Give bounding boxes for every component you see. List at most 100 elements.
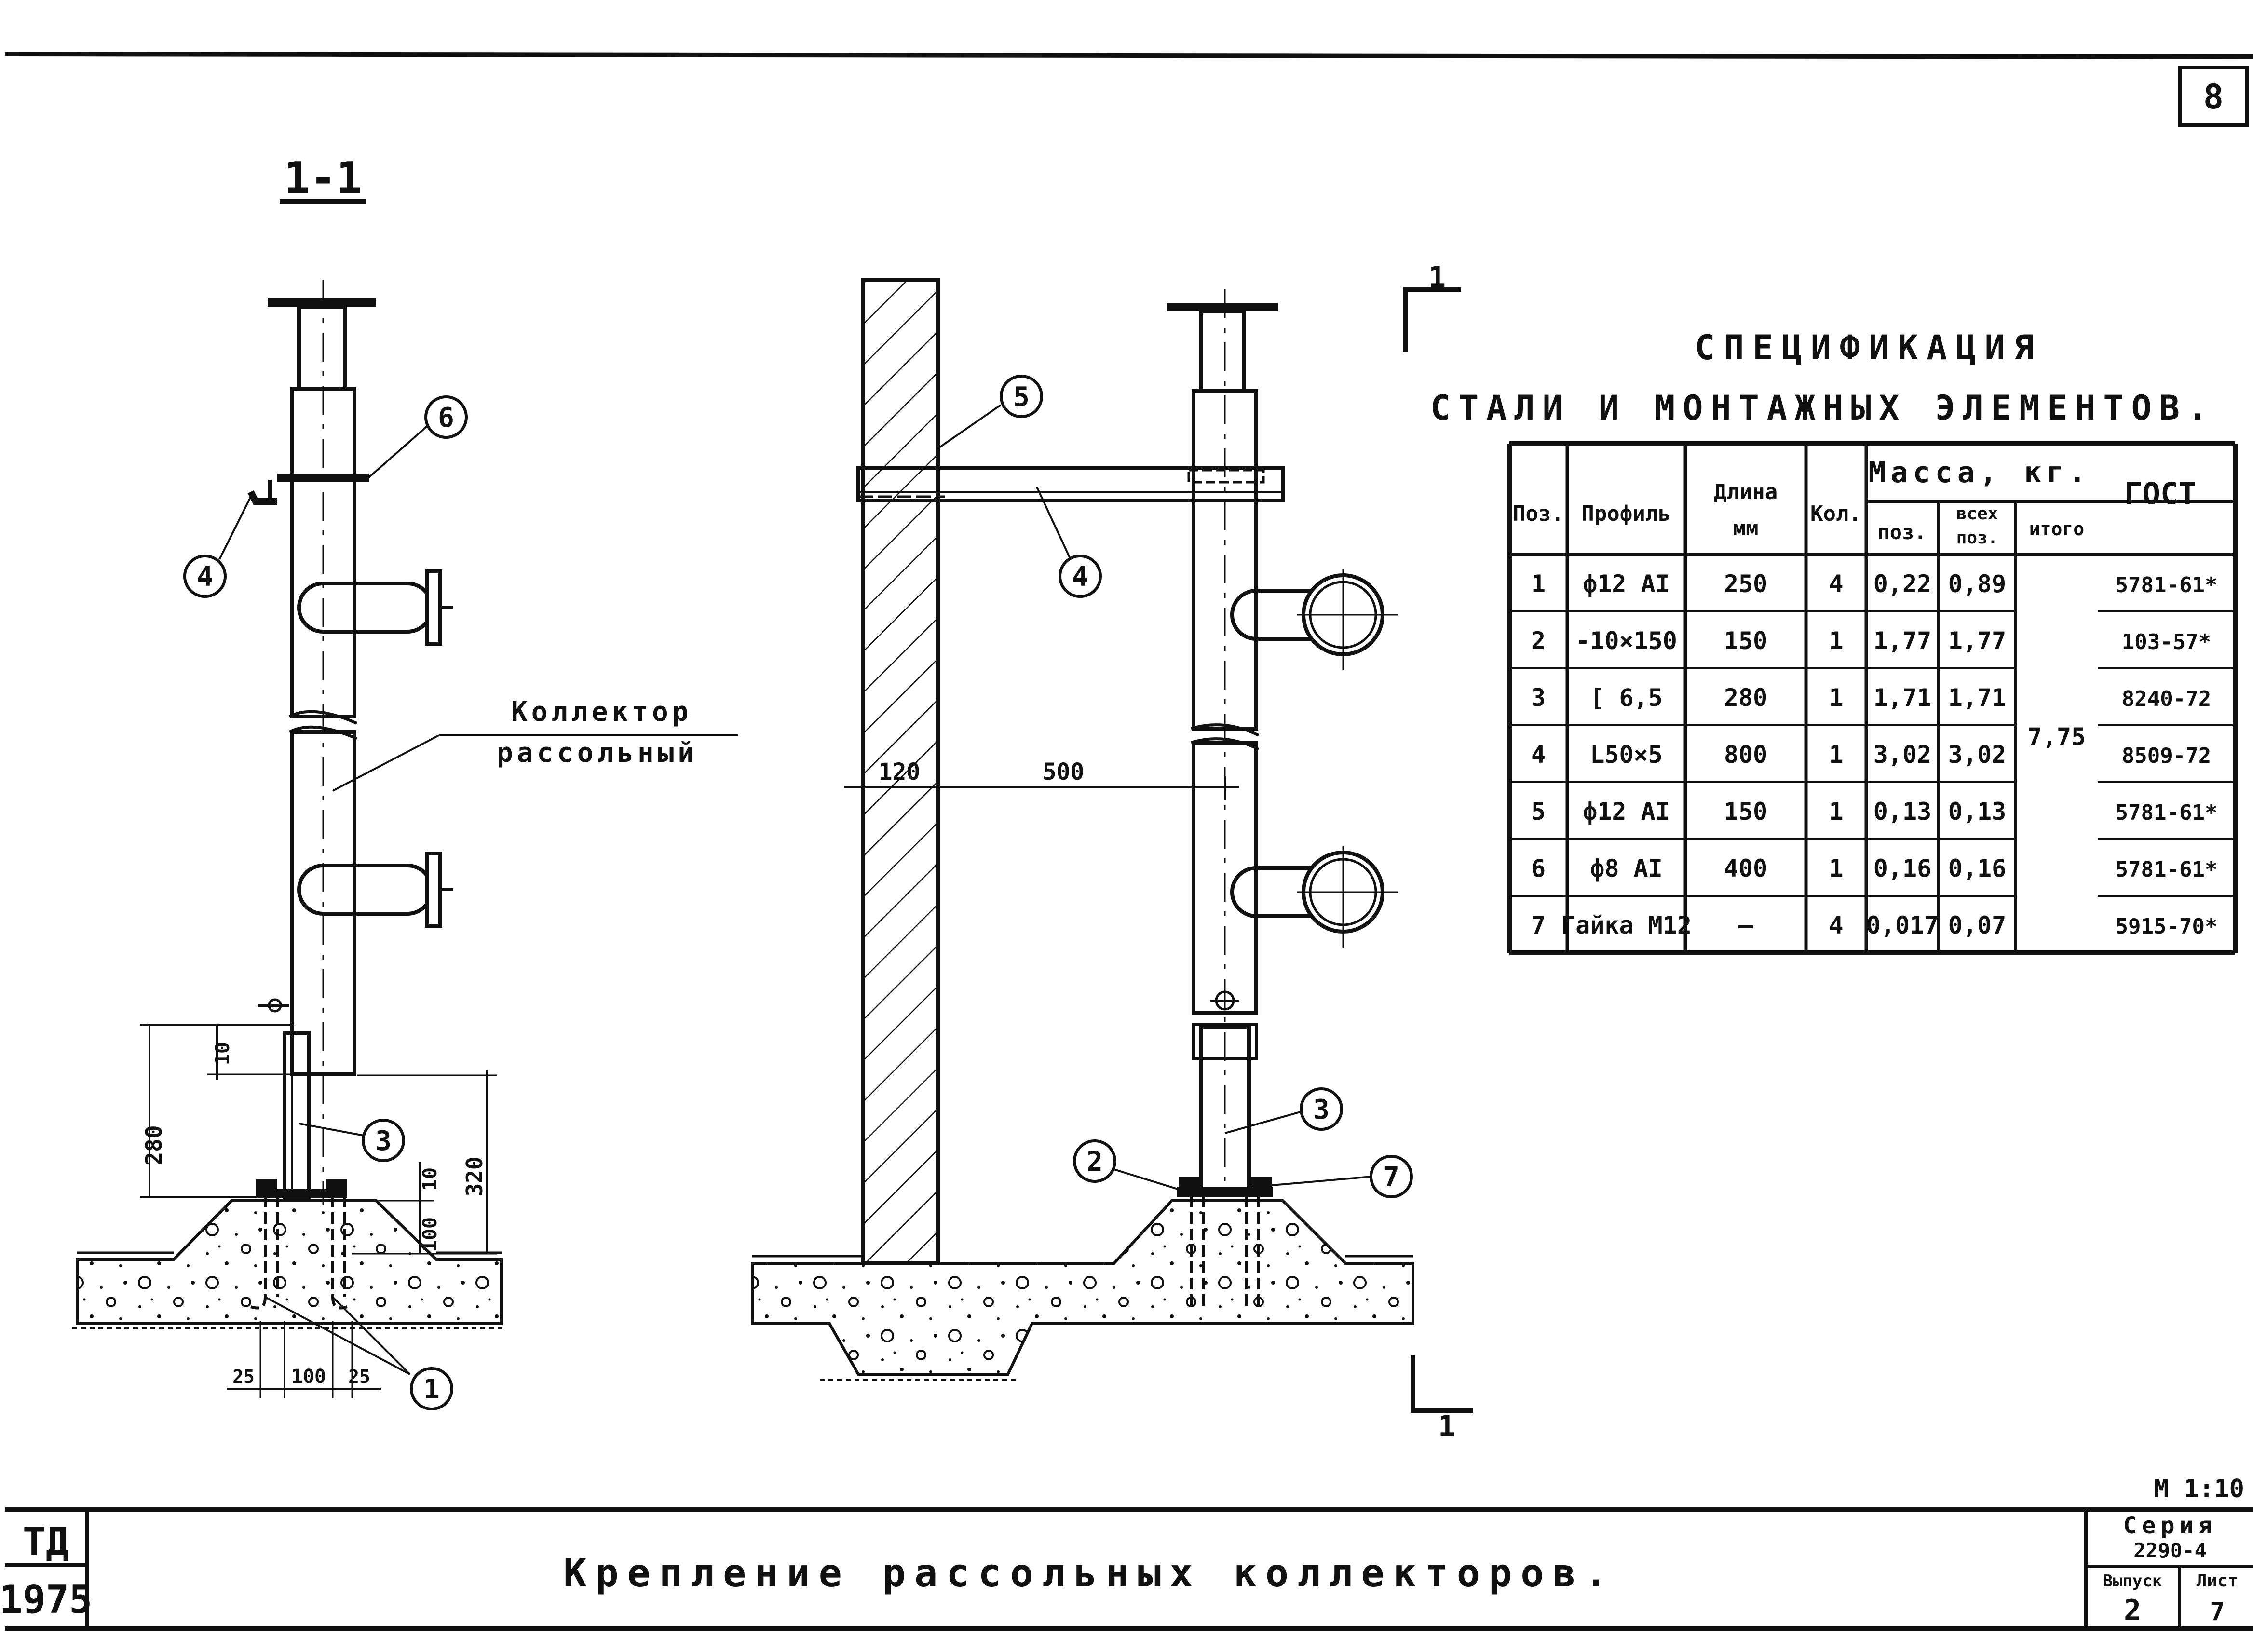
callout-1: 1 [423, 1374, 440, 1405]
dim-280: 280 [141, 1125, 167, 1165]
spec-cell-gost: 5781-61* [2116, 573, 2218, 597]
spec-cell-pos: 4 [1531, 741, 1546, 769]
sheet-number-box: 8 [2178, 66, 2249, 127]
sheet-number: 8 [2203, 77, 2224, 117]
spec-cell-pos: 5 [1531, 798, 1546, 826]
hdr-gost: ГОСТ [2124, 476, 2196, 511]
callout-5: 5 [1013, 381, 1030, 413]
hdr-length-1: Длина [1714, 480, 1778, 504]
callout-4-mid: 4 [1072, 561, 1088, 593]
callout-2-circle [1073, 1139, 1116, 1183]
callout-6-circle [424, 395, 468, 439]
title-block: М 1:10 ТД 1975 Крепление рассольных колл… [0, 1475, 2253, 1631]
org-code: ТД [23, 1519, 69, 1564]
year: 1975 [0, 1577, 92, 1622]
wall [861, 278, 940, 1265]
hdr-mass-total: итого [2029, 518, 2084, 540]
dim-100-h: 100 [291, 1366, 326, 1388]
cut-mark-top: 1 [1428, 260, 1446, 294]
section-label: 1-1 [284, 153, 363, 203]
spec-cell-mass-pos: 0,017 [1866, 911, 1939, 939]
section-view-1-1: 1-1 [72, 153, 738, 1410]
dim-25-b: 25 [348, 1366, 370, 1387]
spec-cell-qty: 1 [1829, 741, 1843, 769]
spec-cell-mass-all: 3,02 [1948, 741, 2006, 769]
spec-cell-qty: 4 [1829, 911, 1843, 939]
spec-cell-mass-pos: 1,71 [1873, 684, 1931, 712]
hdr-qty: Кол. [1810, 501, 1861, 526]
callout-1-circle [410, 1367, 453, 1410]
spec-cell-profile: L50×5 [1590, 741, 1663, 769]
spec-cell-mass-pos: 3,02 [1873, 741, 1931, 769]
spec-cell-mass-pos: 0,13 [1873, 798, 1931, 826]
callout-3-circle-mid [1300, 1087, 1343, 1131]
spec-cell-gost: 5781-61* [2116, 800, 2218, 825]
top-border-line [4, 52, 2253, 59]
spec-cell-qty: 4 [1829, 570, 1843, 598]
callout-5-circle [1000, 375, 1043, 418]
scale-label: М 1:10 [2154, 1475, 2244, 1503]
spec-cell-profile: [ 6,5 [1590, 684, 1663, 712]
spec-cell-mass-all: 0,13 [1948, 798, 2006, 826]
spec-cell-mass-pos: 0,22 [1873, 570, 1931, 598]
dim-100-v: 100 [419, 1217, 441, 1252]
spec-cell-length: 150 [1724, 627, 1767, 655]
specification-table: СПЕЦИФИКАЦИЯ СТАЛИ И МОНТАЖНЫХ ЭЛЕМЕНТОВ… [1430, 328, 2238, 955]
spec-cell-profile: ф8 АI [1590, 854, 1663, 882]
collector-label-line2: рассольный [497, 737, 698, 769]
collector-label-line1: Коллектор [511, 696, 692, 728]
hdr-mass-all-2: поз. [1956, 528, 1998, 548]
spec-cell-pos: 6 [1531, 854, 1546, 882]
spec-cell-gost: 103-57* [2122, 630, 2211, 654]
callout-7: 7 [1383, 1162, 1399, 1193]
spec-cell-pos: 1 [1531, 570, 1546, 598]
spec-cell-gost: 5915-70* [2116, 914, 2218, 939]
hdr-length-2: мм [1733, 516, 1759, 541]
callout-3-mid: 3 [1313, 1094, 1330, 1125]
callout-4-circle-left [183, 555, 227, 598]
drawing-title: Крепление рассольных коллекторов. [563, 1551, 1616, 1596]
dim-320: 320 [461, 1156, 488, 1196]
spec-cell-pos: 3 [1531, 684, 1546, 712]
sheet-label: Лист [2197, 1571, 2239, 1591]
spec-cell-profile: Гайка М12 [1561, 911, 1692, 939]
spec-cell-mass-pos: 1,77 [1873, 627, 1931, 655]
dim-10-b: 10 [419, 1167, 441, 1191]
spec-cell-pos: 7 [1531, 911, 1546, 939]
hdr-mass-all-1: всех [1956, 504, 1998, 524]
spec-cell-length: 800 [1724, 741, 1767, 769]
callout-2: 2 [1086, 1146, 1103, 1178]
spec-cell-profile: ф12 АI [1583, 570, 1670, 598]
issue-label: Выпуск [2103, 1571, 2162, 1591]
sheet-value: 7 [2210, 1598, 2225, 1626]
spec-cell-gost: 5781-61* [2116, 857, 2218, 882]
spec-title-line2: СТАЛИ И МОНТАЖНЫХ ЭЛЕМЕНТОВ. [1430, 388, 2215, 428]
dim-10-a: 10 [212, 1042, 234, 1065]
dim-500: 500 [1043, 758, 1085, 785]
spec-cell-mass-all: 1,77 [1948, 627, 2006, 655]
spec-cell-mass-all: 0,16 [1948, 854, 2006, 882]
spec-cell-length: 150 [1724, 798, 1767, 826]
callout-3-left: 3 [375, 1125, 392, 1157]
spec-cell-qty: 1 [1829, 627, 1843, 655]
spec-cell-mass-pos: 0,16 [1873, 854, 1931, 882]
spec-cell-qty: 1 [1829, 684, 1843, 712]
spec-cell-mass-all: 0,89 [1948, 570, 2006, 598]
spec-cell-profile: ф12 АI [1583, 798, 1670, 826]
cut-mark-bottom: 1 [1438, 1409, 1455, 1443]
spec-cell-length: 250 [1724, 570, 1767, 598]
hdr-profile: Профиль [1581, 501, 1670, 526]
spec-cell-mass-all: 0,07 [1948, 911, 2006, 939]
hdr-mass-pos: поз. [1877, 520, 1926, 544]
dim-120: 120 [879, 758, 921, 785]
spec-cell-length: — [1738, 911, 1753, 939]
spec-cell-length: 280 [1724, 684, 1767, 712]
callout-4-left: 4 [197, 561, 213, 593]
spec-cell-profile: -10×150 [1575, 627, 1677, 655]
series-value: 2290-4 [2133, 1539, 2207, 1562]
spec-cell-qty: 1 [1829, 798, 1843, 826]
spec-cell-qty: 1 [1829, 854, 1843, 882]
callout-7-circle [1370, 1155, 1413, 1198]
callout-4-circle-mid [1059, 555, 1102, 598]
